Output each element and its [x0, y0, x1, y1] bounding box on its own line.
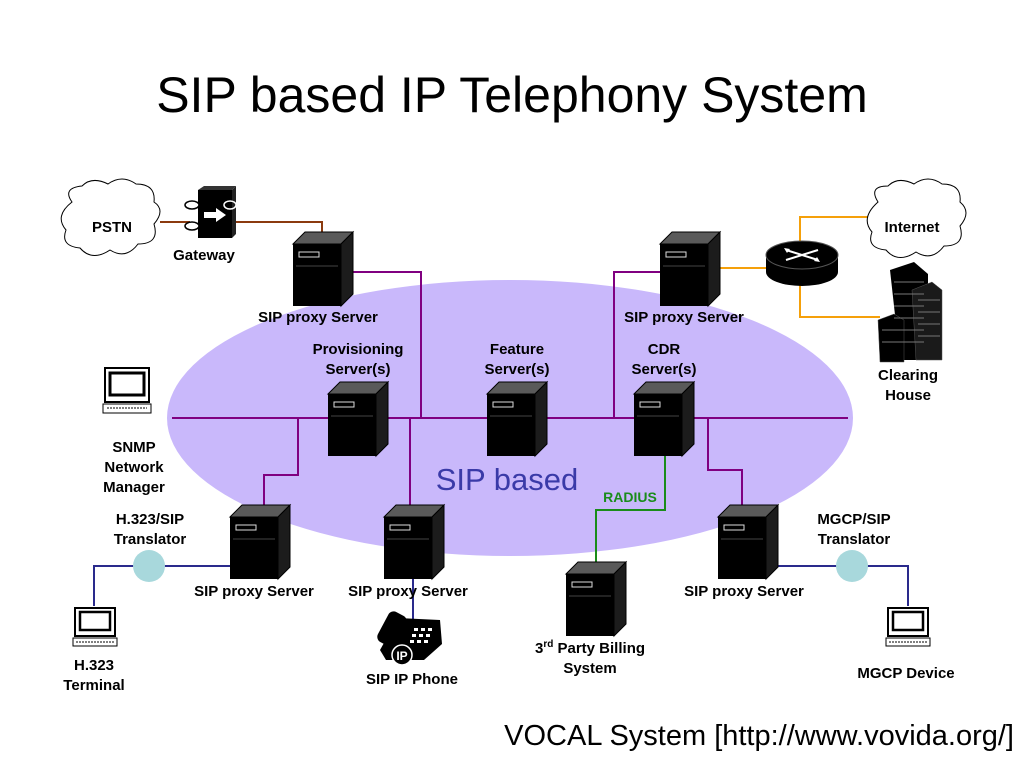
radius-label: RADIUS: [603, 489, 657, 505]
sip-proxy-top-left-label: SIP proxy Server: [258, 309, 378, 326]
h323-terminal-label-1: H.323: [74, 657, 114, 674]
billing-label-2: System: [563, 660, 616, 677]
router-icon: [765, 240, 839, 286]
sip-proxy-server-bottom-left-icon: [229, 504, 291, 580]
pstn-label: PSTN: [92, 219, 132, 236]
billing-label-1: 3rd Party Billing: [535, 639, 645, 657]
feature-label-1: Feature: [490, 341, 544, 358]
gateway-icon: [184, 186, 237, 238]
cdr-label-2: Server(s): [631, 361, 696, 378]
sip-proxy-bottom-left-label: SIP proxy Server: [194, 583, 314, 600]
sip-phone-label: SIP IP Phone: [366, 671, 458, 688]
pstn-link: [160, 221, 323, 236]
cdr-label-1: CDR: [648, 341, 681, 358]
provisioning-server-icon: [327, 381, 389, 457]
radius-link: [595, 452, 666, 568]
mgcp-device-label: MGCP Device: [857, 665, 954, 682]
h323-terminal-computer-icon: [71, 606, 119, 648]
sip-proxy-top-right-label: SIP proxy Server: [624, 309, 744, 326]
page-title: SIP based IP Telephony System: [156, 67, 868, 123]
mgcp-device-computer-icon: [884, 606, 932, 648]
sip-proxy-server-top-right-icon: [659, 231, 721, 307]
h323-translator-node-icon: [133, 550, 165, 582]
sip-proxy-bottom-mid-label: SIP proxy Server: [348, 583, 468, 600]
snmp-computer-icon: [101, 366, 153, 415]
sip-proxy-bottom-right-label: SIP proxy Server: [684, 583, 804, 600]
mgcp-translator-label-2: Translator: [818, 531, 891, 548]
snmp-label-3: Manager: [103, 479, 165, 496]
provisioning-label-2: Server(s): [325, 361, 390, 378]
sip-proxy-server-bottom-mid-icon: [383, 504, 445, 580]
mgcp-translator-node-icon: [836, 550, 868, 582]
h323-translator-label-2: Translator: [114, 531, 187, 548]
feature-server-icon: [486, 381, 548, 457]
phone-badge: IP: [396, 649, 407, 663]
snmp-label-2: Network: [104, 459, 164, 476]
gateway-label: Gateway: [173, 247, 235, 264]
feature-label-2: Server(s): [484, 361, 549, 378]
snmp-label-1: SNMP: [112, 439, 155, 456]
phone-icon: IP: [377, 611, 442, 666]
h323-terminal-label-2: Terminal: [63, 677, 124, 694]
translator-links: [93, 565, 909, 622]
internet-label: Internet: [884, 219, 939, 236]
billing-server-icon: [565, 561, 627, 637]
provisioning-label-1: Provisioning: [313, 341, 404, 358]
building-icon: [877, 262, 943, 363]
cdr-server-icon: [633, 381, 695, 457]
internet-cloud-icon: Internet: [866, 178, 967, 258]
footer-citation: VOCAL System [http://www.vovida.org/]: [504, 720, 1014, 752]
clearing-house-label-1: Clearing: [878, 367, 938, 384]
h323-translator-label-1: H.323/SIP: [116, 511, 184, 528]
mgcp-translator-label-1: MGCP/SIP: [817, 511, 890, 528]
clearing-house-label-2: House: [885, 387, 931, 404]
sip-proxy-server-bottom-right-icon: [717, 504, 779, 580]
sip-proxy-server-top-left-icon: [292, 231, 354, 307]
sip-based-label: SIP based: [436, 462, 578, 497]
pstn-cloud-icon: PSTN: [60, 178, 161, 256]
